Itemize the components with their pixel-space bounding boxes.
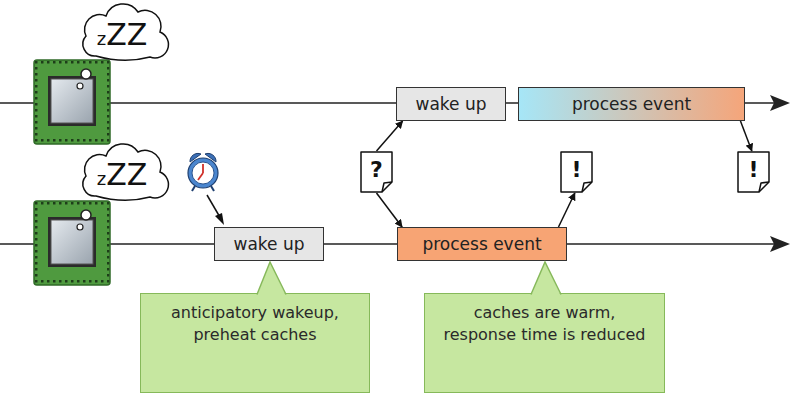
cpu-icon — [34, 201, 110, 285]
callout-box: caches are warm, response time is reduce… — [424, 293, 665, 393]
connector-arrow — [559, 193, 575, 227]
document-icon: ? — [360, 151, 393, 193]
callout-pointer — [140, 262, 370, 296]
process-box: wake up — [396, 87, 506, 121]
callout-pointer — [424, 262, 665, 296]
cpu-icon — [34, 60, 110, 144]
document-symbol: ? — [370, 157, 383, 182]
document-symbol: ! — [571, 157, 581, 182]
document-symbol: ! — [748, 157, 758, 182]
process-box: process event — [397, 227, 567, 261]
node-label: wake up — [416, 94, 487, 114]
connector-arrow — [377, 121, 403, 151]
process-box: process event — [518, 87, 745, 121]
document-icon: ! — [737, 151, 770, 193]
connector-arrow — [377, 193, 403, 227]
thought-cloud: zZZ — [76, 142, 168, 204]
process-box: wake up — [214, 227, 324, 261]
node-label: process event — [572, 94, 691, 114]
node-label: zZZ — [97, 160, 148, 190]
callout-text: caches are warm, response time is reduce… — [437, 302, 652, 346]
node-label: zZZ — [97, 20, 148, 50]
connector-arrow — [740, 121, 751, 151]
callout-box: anticipatory wakeup, preheat caches — [140, 293, 370, 393]
node-label: wake up — [234, 234, 305, 254]
alarm-clock — [188, 153, 218, 191]
callout-text: anticipatory wakeup, preheat caches — [153, 302, 357, 346]
thought-cloud: zZZ — [76, 2, 168, 64]
document-icon: ! — [560, 151, 593, 193]
timeline — [0, 243, 776, 245]
node-label: process event — [422, 234, 541, 254]
